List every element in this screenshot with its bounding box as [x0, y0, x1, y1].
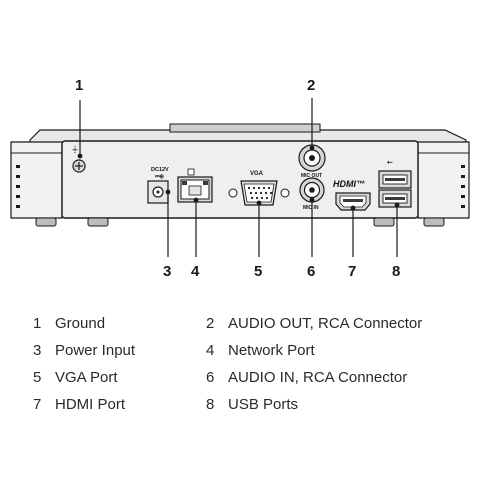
left-vents	[16, 165, 20, 208]
legend-number: 1	[33, 315, 42, 332]
callout-8: 8	[392, 263, 400, 280]
mic-out-label: MIC OUT	[301, 173, 322, 179]
legend-number: 5	[33, 369, 42, 386]
callout-5: 5	[254, 263, 262, 280]
callout-4: 4	[191, 263, 200, 280]
power-input-port: DC12V ⎓⊕	[147, 167, 169, 204]
legend-item-ground: 1 Ground	[33, 315, 105, 332]
legend-label: Power Input	[55, 342, 136, 359]
legend-item-usb-ports: 8 USB Ports	[206, 396, 298, 413]
legend-number: 7	[33, 396, 42, 413]
ground-screw-icon: ⏚	[71, 145, 86, 173]
legend-number: 8	[206, 396, 215, 413]
power-polarity-icon: ⎓⊕	[155, 174, 164, 180]
legend-item-network-port: 4 Network Port	[206, 342, 315, 359]
legend-label: AUDIO OUT, RCA Connector	[228, 315, 423, 332]
callout-1: 1	[75, 77, 83, 94]
vga-label: VGA	[250, 171, 264, 177]
audio-in-rca: MIC IN	[299, 177, 325, 211]
legend-item-hdmi-port: 7 HDMI Port	[33, 396, 125, 413]
legend-label: AUDIO IN, RCA Connector	[228, 369, 408, 386]
usb-ports: ⭠	[378, 159, 412, 208]
svg-text:⏚: ⏚	[71, 145, 79, 154]
hdmi-port: HDMI™	[333, 179, 371, 211]
legend-item-power-input: 3 Power Input	[33, 342, 135, 359]
legend-number: 3	[33, 342, 42, 359]
legend-item-audio-out: 2 AUDIO OUT, RCA Connector	[206, 315, 422, 332]
legend-label: VGA Port	[55, 369, 118, 386]
power-label: DC12V	[151, 167, 169, 173]
legend-label: USB Ports	[228, 396, 299, 413]
usb-symbol-icon: ⭠	[387, 159, 393, 166]
legend-label: HDMI Port	[55, 396, 126, 413]
legend-number: 6	[206, 369, 215, 386]
legend-item-vga-port: 5 VGA Port	[33, 369, 118, 386]
callout-leaders	[77, 98, 400, 257]
vga-port: VGA	[228, 171, 290, 206]
callout-3: 3	[163, 263, 171, 280]
right-vents	[461, 165, 465, 208]
nvr-rear-panel-diagram: ⏚ DC12V ⎓⊕ VGA MIC	[10, 77, 470, 280]
legend-label: Network Port	[228, 342, 315, 359]
device-feet	[35, 217, 445, 227]
hdmi-label: HDMI™	[333, 179, 365, 189]
legend-item-audio-in: 6 AUDIO IN, RCA Connector	[206, 369, 407, 386]
callout-2: 2	[307, 77, 315, 94]
port-legend: 1 Ground 2 AUDIO OUT, RCA Connector 3 Power…	[0, 305, 480, 425]
callout-7: 7	[348, 263, 356, 280]
audio-out-rca: MIC OUT	[298, 144, 326, 179]
legend-number: 2	[206, 315, 215, 332]
legend-number: 4	[206, 342, 215, 359]
callout-6: 6	[307, 263, 315, 280]
mic-in-label: MIC IN	[303, 205, 319, 211]
legend-label: Ground	[55, 315, 106, 332]
